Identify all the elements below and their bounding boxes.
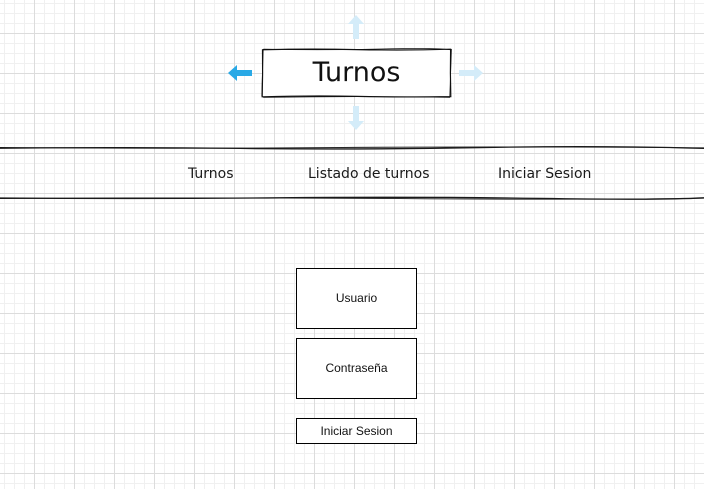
nav-item-turnos[interactable]: Turnos <box>188 166 234 182</box>
arrow-left-icon[interactable] <box>228 65 254 81</box>
nav-bottom-divider <box>0 196 704 200</box>
title-box[interactable]: Turnos <box>261 48 452 98</box>
arrow-down-icon[interactable] <box>348 106 364 132</box>
password-field[interactable]: Contraseña <box>296 338 417 399</box>
nav-top-divider <box>0 146 704 150</box>
arrow-right-icon[interactable] <box>459 65 485 81</box>
title-box-border <box>261 48 452 98</box>
login-button[interactable]: Iniciar Sesion <box>296 418 417 444</box>
arrow-up-icon[interactable] <box>348 15 364 41</box>
nav-item-listado-de-turnos[interactable]: Listado de turnos <box>308 166 430 182</box>
nav-item-iniciar-sesion[interactable]: Iniciar Sesion <box>498 166 592 182</box>
username-field[interactable]: Usuario <box>296 268 417 329</box>
page-title: Turnos <box>312 57 401 88</box>
